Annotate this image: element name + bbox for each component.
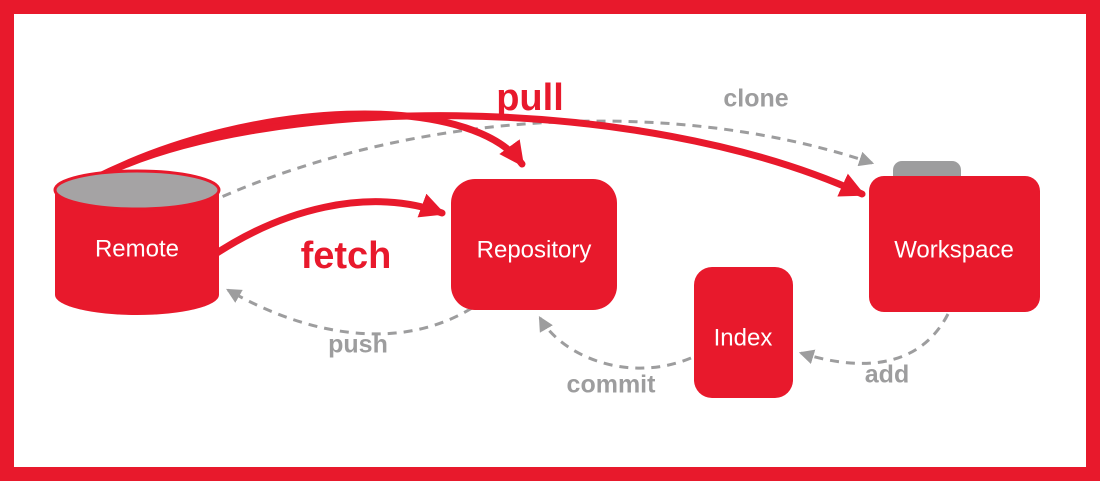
remote-label: Remote (95, 235, 179, 262)
add-arrow (798, 313, 950, 365)
clone-label: clone (723, 85, 788, 113)
push-arrow (226, 288, 473, 336)
remote-cylinder-body (55, 190, 219, 315)
clone-arrow (207, 119, 875, 205)
workspace-label: Workspace (894, 236, 1014, 263)
workspace-folder-body (869, 176, 1040, 312)
workspace-node: Workspace (869, 161, 1040, 312)
repository-label: Repository (477, 236, 592, 263)
pull-label: pull (496, 77, 564, 119)
remote-node: Remote (53, 169, 221, 315)
index-node: Index (694, 267, 793, 398)
fetch-arrow (186, 193, 446, 276)
commit-label: commit (567, 371, 657, 399)
push-label: push (328, 331, 388, 359)
index-label: Index (714, 324, 773, 351)
add-label: add (865, 361, 909, 389)
repository-node: Repository (451, 179, 617, 310)
pull-arrow-to-workspace (88, 112, 866, 198)
remote-cylinder-top (53, 169, 221, 211)
commit-arrow (538, 316, 692, 370)
fetch-label: fetch (301, 235, 392, 277)
index-box (694, 267, 793, 398)
repository-box (451, 179, 617, 310)
